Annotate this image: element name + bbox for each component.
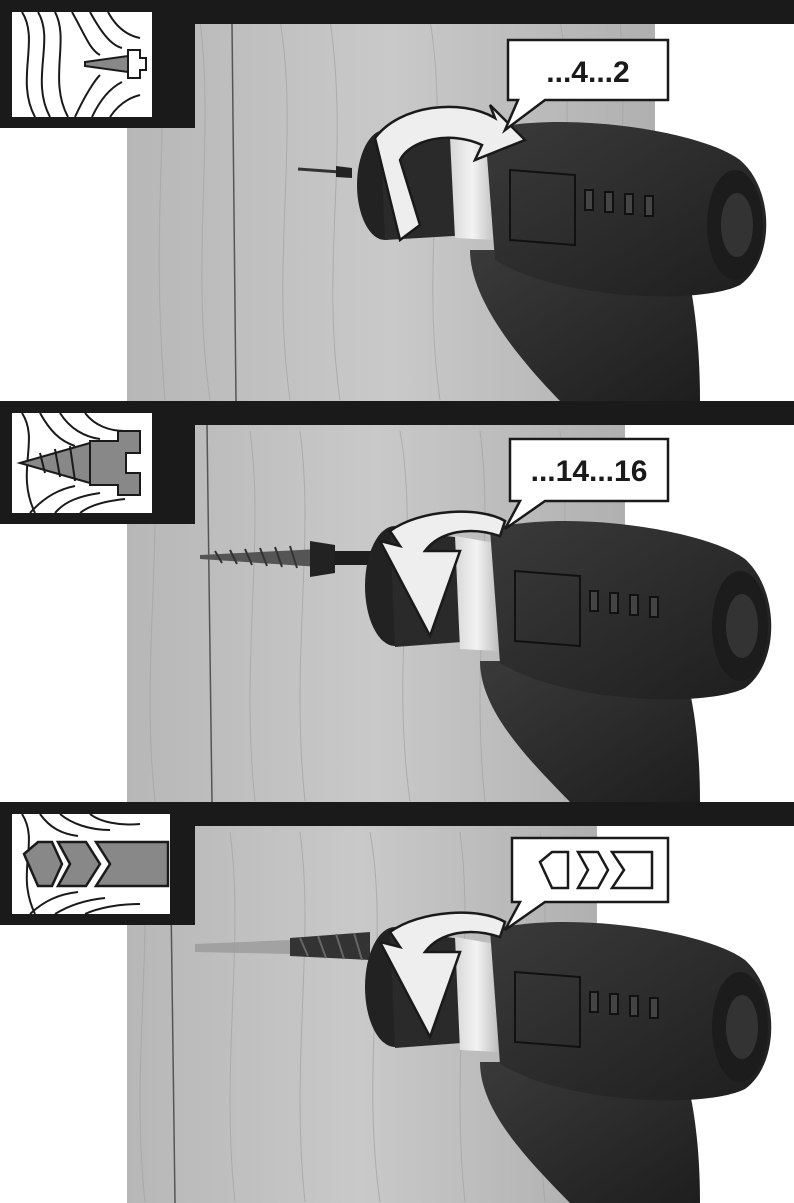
panel-3-illustration (0, 802, 794, 1203)
panel-large-screw: ...14...16 (0, 401, 794, 802)
panel-2-illustration: ...14...16 (0, 401, 794, 802)
torque-setting-label: ...14...16 (531, 455, 648, 488)
panel-drilling (0, 802, 794, 1203)
panel-small-screw: ...4...2 (0, 0, 794, 401)
torque-setting-label: ...4...2 (546, 56, 629, 89)
large-screw-in-wood-icon (12, 413, 152, 513)
drill-mode-symbol-icon (540, 852, 652, 888)
panel-1-illustration: ...4...2 (0, 0, 794, 401)
small-screw-in-wood-icon (12, 12, 152, 117)
drill-bit-in-wood-icon (12, 814, 170, 914)
